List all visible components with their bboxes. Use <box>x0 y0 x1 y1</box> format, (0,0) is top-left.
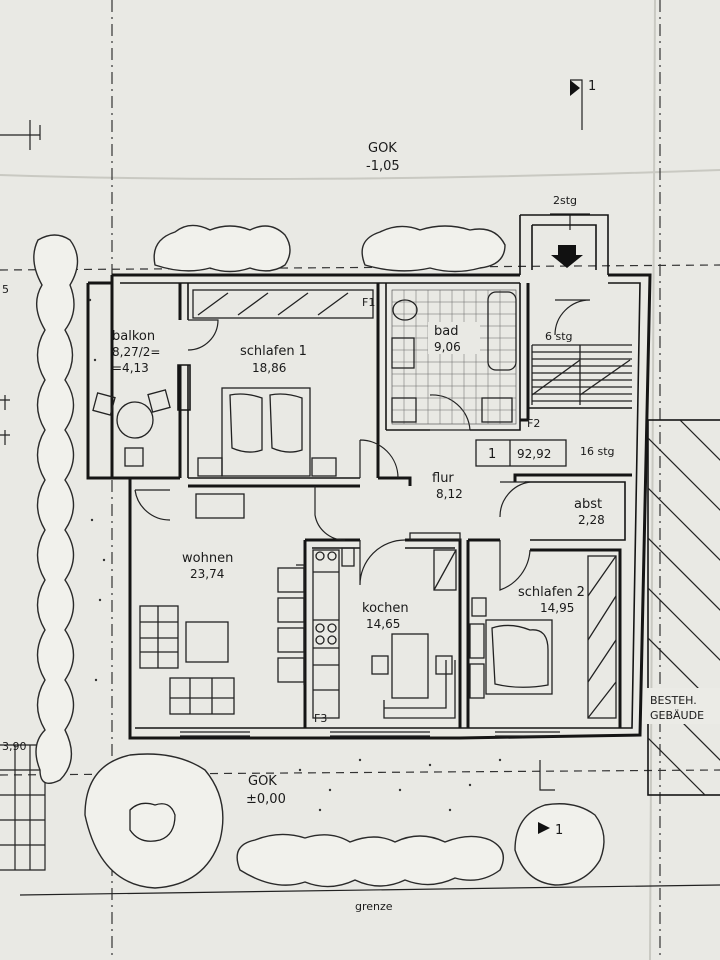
hall-furniture <box>195 493 245 519</box>
building-walls <box>86 273 652 740</box>
entrance-arrow-icon <box>551 245 583 268</box>
living-room-furniture <box>139 564 305 715</box>
existing-building-label: GEBÄUDE <box>650 709 704 722</box>
stairwell <box>531 344 632 405</box>
bottom-level-label: GOK <box>248 774 277 789</box>
room-name-wohnen: wohnen <box>182 551 233 566</box>
section-marker-top: 1 <box>570 79 596 130</box>
left-edge-number: 5 <box>2 283 9 296</box>
window-tag: F2 <box>527 417 540 430</box>
hedge-top <box>153 224 506 273</box>
room-name-abst: abst <box>574 497 602 512</box>
stair-count-label: 2stg <box>553 194 577 207</box>
unit-tag: 1 92,92 <box>475 439 567 467</box>
hall-furniture <box>409 532 461 541</box>
room-area-flur: 8,12 <box>436 487 463 501</box>
wardrobe-schlafen1 <box>192 289 374 319</box>
boundary-line-bottom <box>19 884 720 896</box>
hedge-left <box>33 234 79 784</box>
room-area-abst: 2,28 <box>578 513 605 527</box>
paper-fold-line <box>0 169 720 180</box>
room-area-kochen: 14,65 <box>366 617 400 631</box>
boundary-label: grenze <box>355 900 393 913</box>
room-area-schlafen2: 14,95 <box>540 601 574 615</box>
stair-count-upper: 6 stg <box>545 330 573 343</box>
room-name-flur: flur <box>432 471 454 486</box>
unit-number: 1 <box>488 447 496 462</box>
room-name-kochen: kochen <box>362 601 409 616</box>
hedge-bottom <box>84 753 605 889</box>
dimension-tick <box>550 213 590 230</box>
stair-count-lower: 16 stg <box>580 445 615 458</box>
left-margin-marks: 5 3,90 <box>0 120 46 871</box>
section-marker-label: 1 <box>588 79 596 94</box>
doors <box>134 299 591 591</box>
section-marker-bottom: 1 <box>538 760 563 838</box>
ground-texture <box>88 298 502 812</box>
window-tag: F1 <box>362 296 375 309</box>
left-edge-number: 3,90 <box>2 740 27 753</box>
existing-building: BESTEH. GEBÄUDE <box>640 419 720 796</box>
bedroom2-furniture <box>469 555 617 719</box>
room-name-balkon: balkon <box>112 329 155 344</box>
room-name-bad: bad <box>434 324 458 339</box>
existing-building-label: BESTEH. <box>650 694 697 707</box>
room-name-schlafen1: schlafen 1 <box>240 344 307 359</box>
room-area-schlafen1: 18,86 <box>252 361 286 375</box>
room-name-schlafen2: schlafen 2 <box>518 585 585 600</box>
bottom-level-value: ±0,00 <box>246 792 286 807</box>
room-area-bad: 9,06 <box>434 340 461 354</box>
room-area-balkon: =4,13 <box>112 361 149 375</box>
top-level-label: GOK <box>368 141 397 156</box>
room-area-wohnen: 23,74 <box>190 567 224 581</box>
dashed-grid-line <box>0 264 720 271</box>
entrance <box>519 214 609 275</box>
balcony-furniture <box>92 389 171 467</box>
room-area-calc-balkon: 8,27/2= <box>112 345 160 359</box>
paper-fold-line <box>649 0 656 960</box>
bed-schlafen1 <box>197 387 337 477</box>
kitchen-units <box>312 547 457 719</box>
unit-total-area: 92,92 <box>517 447 551 461</box>
section-marker-label: 1 <box>555 823 563 838</box>
bathroom-fixtures <box>391 289 517 425</box>
top-level-value: -1,05 <box>366 159 400 174</box>
